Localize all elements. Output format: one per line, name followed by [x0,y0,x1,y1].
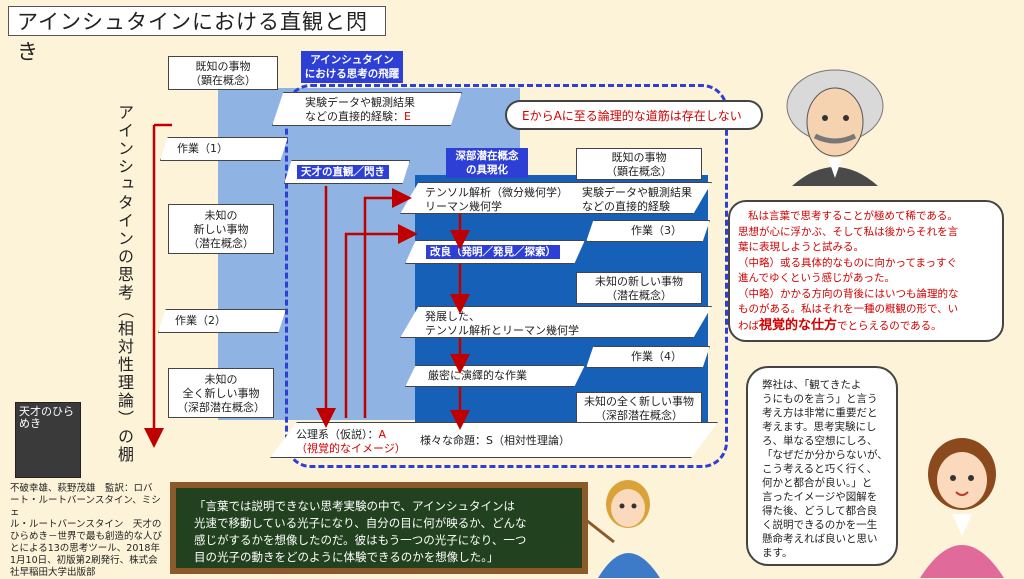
book-cover-title: 天才のひらめき [19,405,74,430]
einstein-illustration [786,69,884,186]
propositions-text: 様々な命題：S（相対性理論） [420,434,570,447]
left-fully-unknown-box: 未知の全く新しい事物（深部潜在概念） [168,368,274,418]
experience-box: 実験データや観測結果 などの直接的経験：E [272,92,462,126]
left-known-box: 既知の事物（顕在概念） [168,56,278,90]
tensor-box: テンソル解析（微分幾何学）リーマン幾何学 実験データや観測結果などの直接的経験 [400,182,712,214]
right-fully-unknown-box: 未知の全く新しい事物（深部潜在概念） [576,392,702,424]
thought-boundary [285,84,728,468]
left-unknown-box: 未知の新しい事物（潜在概念） [168,204,274,254]
page-title: アインシュタインにおける直観と閃き [8,6,386,64]
left-work2: 作業（2） [158,309,286,333]
intuition-box: 天才の直観／閃き [284,160,410,184]
experience-letter: E [404,110,411,123]
company-note-bubble: 弊社は、「観てきたようにものを言う」と言う考え方は非常に重要だと 考えます。思考… [746,366,898,566]
right-unknown-box: 未知の新しい事物（潜在概念） [576,272,702,304]
leap-tag: アインシュタインにおける思考の飛躍 [301,51,403,83]
arrow-to-tensor-2 [363,188,412,418]
left-work1: 作業（1） [160,137,288,161]
teacher-illustration [585,480,660,578]
book-citation: 不破幸雄、萩野茂雄 監訳：ロバート・ルートバーンスタイン、ミシェル・ルートバーン… [10,483,163,578]
arrow-to-tensor [344,224,418,418]
book-cover: 天才のひらめき [15,402,81,478]
speech-bubble-top [505,100,763,130]
visual-image-label: （視覚的なイメージ） [296,442,406,455]
einstein-quote-bubble: 私は言葉で思考することが極めて稀である。 思想が心に浮かぶ、そして私は後からそれ… [728,200,1004,342]
right-known-box: 既知の事物（顕在概念） [576,148,702,180]
right-work3: 作業（3） [586,220,710,242]
axiom-box [270,422,718,458]
vertical-title: アインシュタインの思考（相対性理論）の棚 [115,104,134,464]
presenter-woman-illustration [920,438,1004,578]
axiom-text: 公理系（仮説）：A （視覚的なイメージ） [296,428,406,455]
speech-top-text: EからAに至る論理的な道筋は存在しない [522,109,742,123]
improve-box: 改良（発明／発見／探索） [405,240,585,264]
deep-tag: 深部潜在概念の具現化 [446,148,528,178]
blackboard: 「言葉では説明できない思考実験の中で、アインシュタインは光速で移動している光子に… [170,482,588,574]
axiom-letter: A [378,428,387,441]
intuition-tag: 天才の直観／閃き [297,165,389,179]
